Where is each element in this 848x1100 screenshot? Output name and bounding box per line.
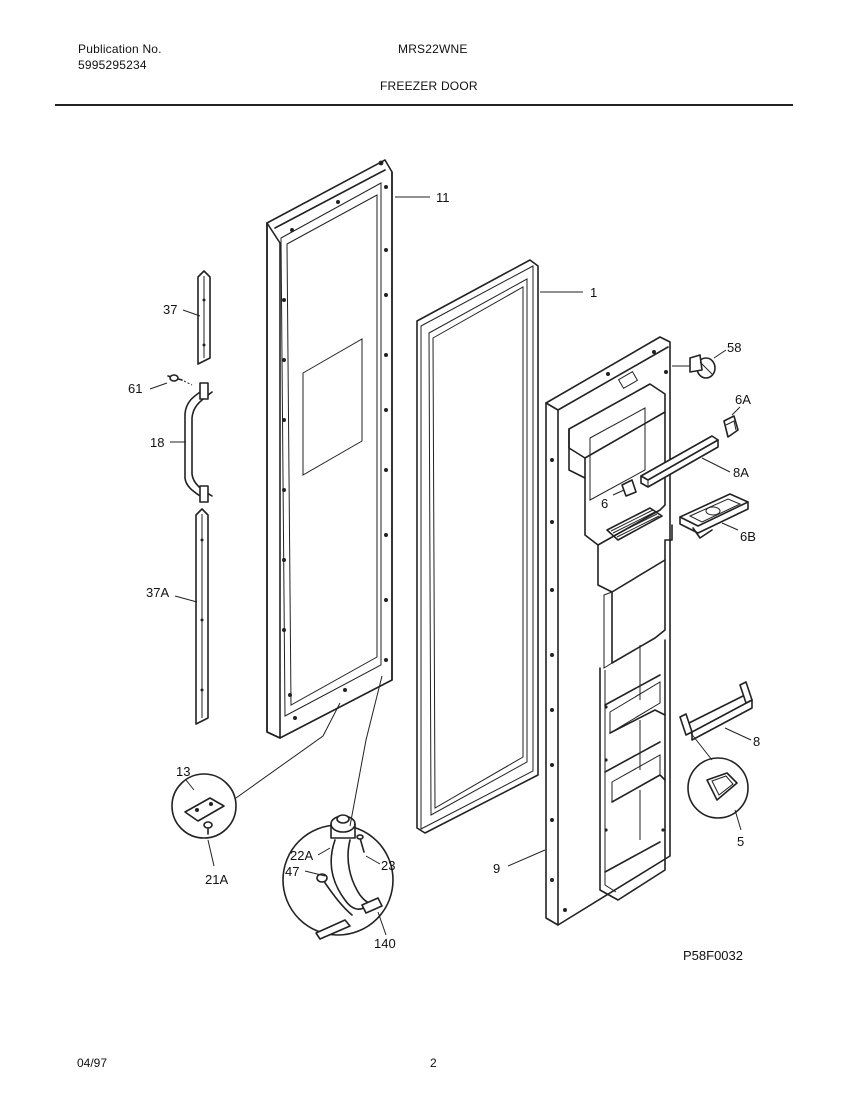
handle-18	[184, 382, 213, 503]
heater-harness-detail	[282, 814, 394, 940]
publication-number: 5995295234	[78, 58, 147, 72]
trim-37A	[195, 508, 209, 725]
bracket-8	[679, 681, 753, 741]
trim-37	[197, 270, 211, 365]
figure-code: P58F0032	[683, 948, 743, 963]
callout-47: 47	[285, 864, 299, 879]
publication-label: Publication No.	[78, 42, 162, 56]
tab-6	[621, 479, 637, 497]
pad-5-detail	[687, 757, 749, 819]
footer-date: 04/97	[77, 1056, 107, 1070]
callout-61: 61	[128, 381, 142, 396]
callout-6A: 6A	[735, 392, 751, 407]
section-title: FREEZER DOOR	[380, 79, 478, 93]
callout-37A: 37A	[146, 585, 169, 600]
screw-58	[689, 354, 716, 379]
clip-6A	[723, 415, 739, 438]
door-gasket	[416, 259, 539, 834]
callout-23: 23	[381, 858, 395, 873]
callout-9: 9	[493, 861, 500, 876]
callout-22A: 22A	[290, 848, 313, 863]
model-number: MRS22WNE	[398, 42, 468, 56]
callout-21A: 21A	[205, 872, 228, 887]
door-liner-frame	[266, 159, 393, 739]
header-rule	[55, 104, 793, 106]
callout-8A: 8A	[733, 465, 749, 480]
callout-11: 11	[436, 190, 450, 205]
screw-61	[167, 374, 193, 386]
callout-6B: 6B	[740, 529, 756, 544]
actuator-6B	[679, 493, 749, 539]
callout-13: 13	[176, 764, 190, 779]
callout-37: 37	[163, 302, 177, 317]
bar-8A	[640, 435, 719, 488]
door-panel-assembly	[545, 336, 673, 926]
callout-140: 140	[374, 936, 396, 951]
callout-5: 5	[737, 834, 744, 849]
footer-page: 2	[430, 1056, 437, 1070]
callout-58: 58	[727, 340, 741, 355]
callout-18: 18	[150, 435, 164, 450]
callout-1: 1	[590, 285, 597, 300]
hinge-bracket-13-detail	[171, 773, 237, 839]
callout-8: 8	[753, 734, 760, 749]
callout-6: 6	[601, 496, 608, 511]
